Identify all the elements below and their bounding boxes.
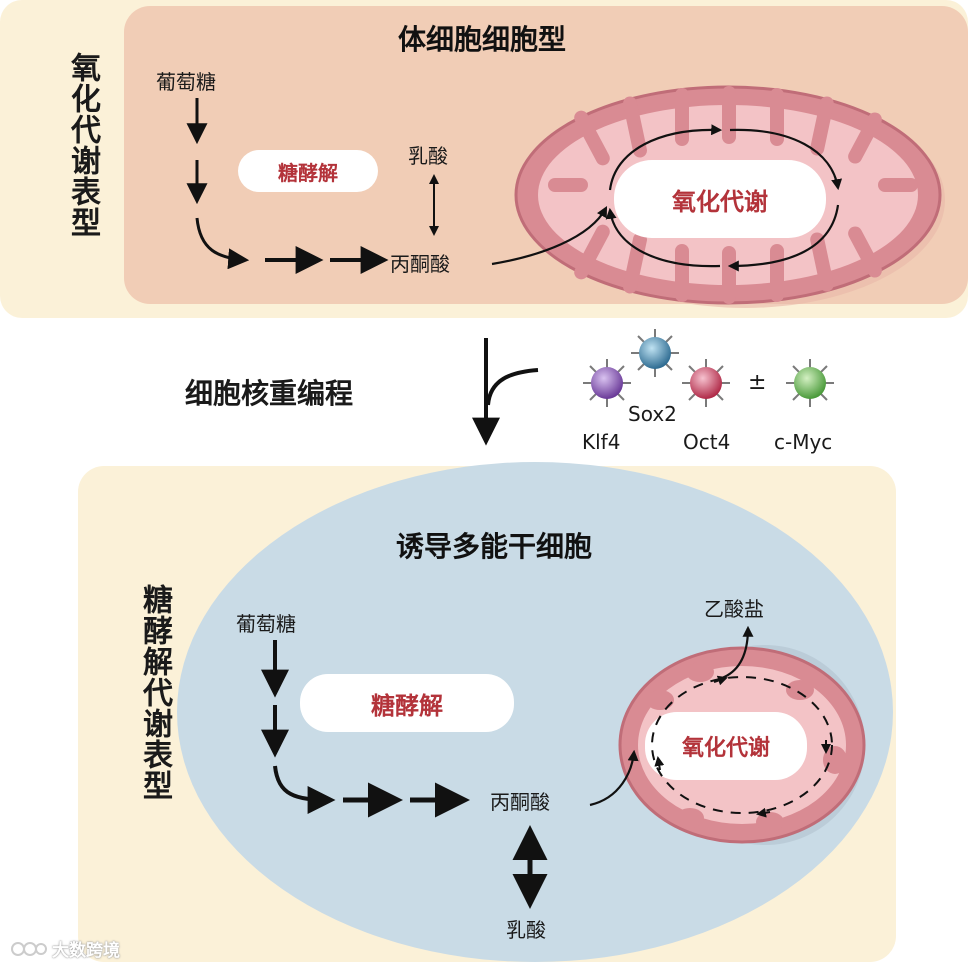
ipsc-glycolysis-pill: 糖酵解	[300, 674, 514, 732]
watermark-text: 大数跨境	[52, 941, 120, 961]
reprogramming-arrow	[472, 338, 539, 446]
factor-cmyc-label: c-Myc	[774, 430, 833, 454]
factor-klf4-label: Klf4	[582, 430, 621, 454]
factor-virus-oct4	[682, 359, 730, 407]
ipsc-phenotype-label: 糖酵解代谢表型	[137, 584, 172, 801]
ipsc-acetate-label: 乙酸盐	[704, 597, 764, 621]
watermark-logo-icon	[11, 941, 47, 956]
somatic-oxidative-label: 氧化代谢	[672, 187, 768, 216]
factor-oct4-label: Oct4	[683, 430, 731, 454]
somatic-mitochondrion	[491, 85, 945, 308]
somatic-glycolysis-pill: 糖酵解	[238, 150, 378, 192]
somatic-cell-title: 体细胞细胞型	[398, 23, 567, 56]
somatic-phenotype-label: 氧化代谢表型	[65, 52, 100, 238]
factor-virus-cmyc	[786, 359, 834, 407]
somatic-lactate-label: 乳酸	[408, 144, 448, 168]
ipsc-mitochondrion	[589, 625, 866, 845]
ipsc-oxidative-label: 氧化代谢	[681, 736, 770, 761]
somatic-glycolysis-arrows	[186, 98, 439, 274]
watermark: 大数跨境	[10, 936, 120, 961]
ipsc-pyruvate-label: 丙酮酸	[490, 790, 550, 814]
factor-virus-klf4	[583, 359, 631, 407]
reprogramming-label: 细胞核重编程	[185, 377, 354, 410]
ipsc-glycolysis-arrows	[261, 640, 548, 909]
ipsc-title: 诱导多能干细胞	[396, 530, 593, 563]
somatic-pyruvate-label: 丙酮酸	[390, 252, 450, 276]
factor-sox2-label: Sox2	[628, 402, 677, 426]
ipsc-lactate-label: 乳酸	[506, 918, 546, 942]
ipsc-glucose-label: 葡萄糖	[236, 612, 296, 636]
factor-plusminus: ±	[748, 370, 767, 395]
factor-virus-sox2	[631, 329, 679, 377]
somatic-glucose-label: 葡萄糖	[156, 70, 216, 94]
